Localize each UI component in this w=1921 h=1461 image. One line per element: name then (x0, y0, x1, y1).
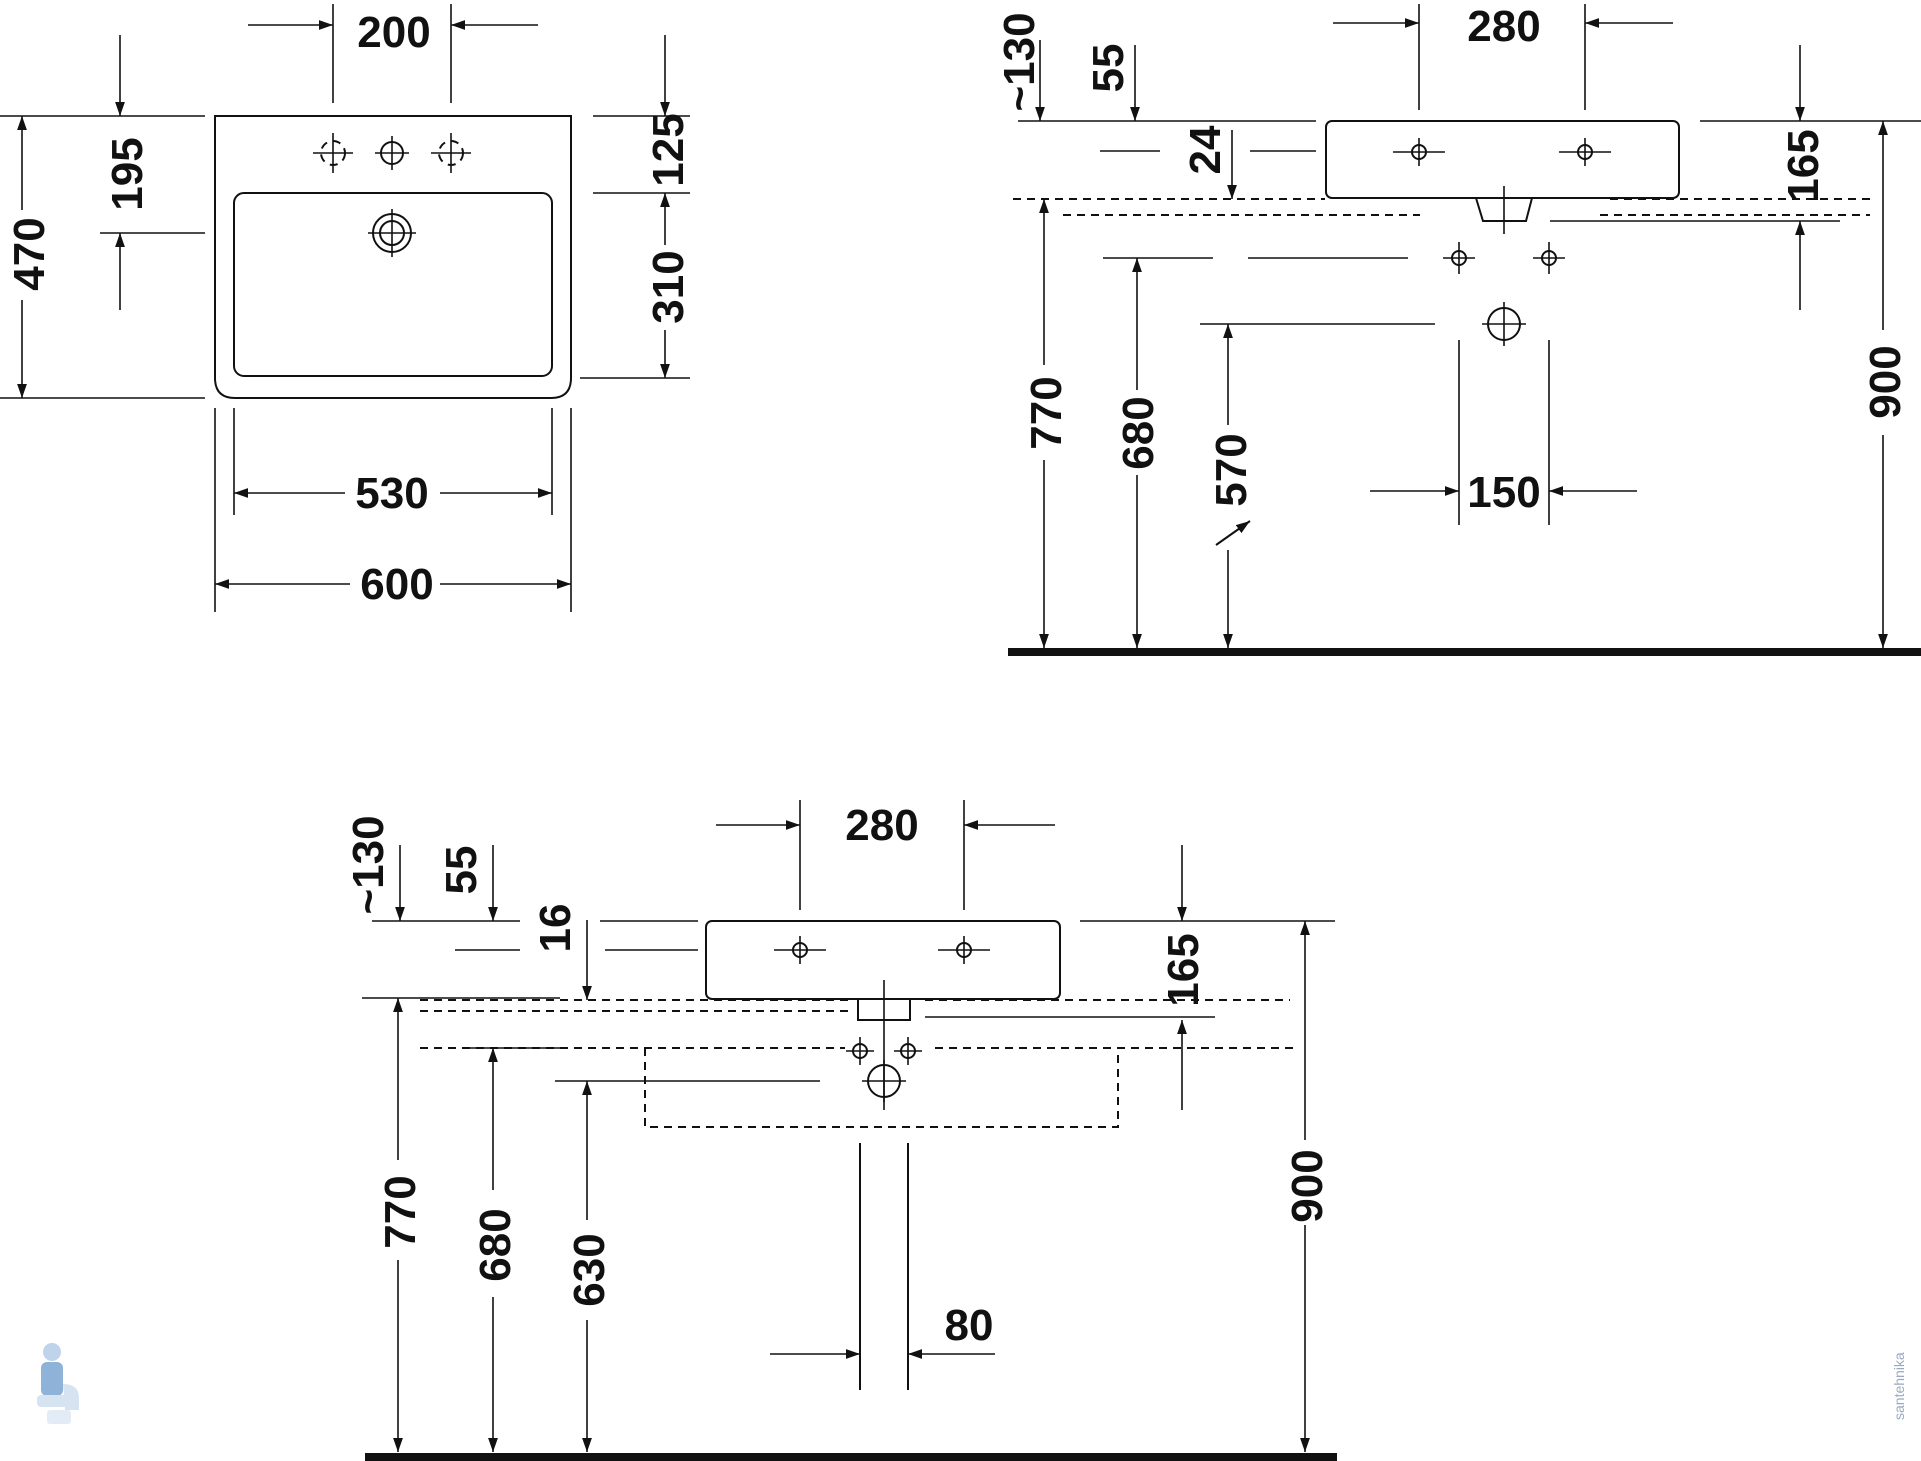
dim-bowl-width: 530 (355, 469, 428, 518)
waste-connection-icon (862, 1060, 906, 1102)
dim-total-depth: 470 (5, 217, 54, 290)
dim-waste-spacing: 150 (1467, 468, 1540, 517)
dim-top-offset: 24 (1181, 125, 1230, 174)
dim-height-570: 570 (1207, 433, 1256, 506)
tap-hole-icon (1559, 138, 1611, 166)
dim-height-680: 680 (471, 1208, 520, 1281)
supply-connection-icon (894, 1037, 922, 1065)
dim-basin-height: 165 (1779, 129, 1828, 202)
tap-hole-icon (774, 936, 826, 964)
drain-icon (368, 209, 416, 257)
side-view-1: 280 ~130 55 24 165 900 770 680 (995, 2, 1921, 656)
optional-tap-hole-icon (431, 133, 471, 173)
dim-tap-spacing: 200 (357, 8, 430, 57)
leader-arrow-icon (1215, 520, 1251, 546)
tap-hole-icon (375, 136, 409, 170)
waste-connection-icon (1482, 302, 1526, 346)
dim-rim-offset: 55 (1084, 44, 1133, 93)
dim-tap-to-bowl: 195 (103, 137, 152, 210)
dim-height-630: 630 (565, 1233, 614, 1306)
supply-connection-icon (846, 1037, 874, 1065)
dim-height-770: 770 (1022, 376, 1071, 449)
dim-tap-spacing: 280 (1467, 2, 1540, 51)
dim-bowl-depth: 310 (644, 250, 693, 323)
dim-overflow-gap: ~130 (344, 815, 393, 914)
dim-top-offset: 16 (531, 904, 580, 953)
tap-hole-icon (938, 936, 990, 964)
dim-height-770: 770 (376, 1175, 425, 1248)
cabinet-outline (644, 1048, 1119, 1128)
dim-pipe-width: 80 (945, 1301, 994, 1350)
dim-height-680: 680 (1114, 396, 1163, 469)
basin-side (705, 920, 1061, 1000)
dim-total-width: 600 (360, 560, 433, 609)
dim-basin-height: 165 (1159, 933, 1208, 1006)
optional-tap-hole-icon (313, 133, 353, 173)
tap-hole-icon (1393, 138, 1445, 166)
watermark-text: santehnika (1891, 1352, 1907, 1420)
dim-rim-depth: 125 (644, 113, 693, 186)
basin-side (1325, 120, 1680, 199)
top-view: 200 470 195 125 310 530 600 (0, 4, 693, 612)
dim-tap-spacing: 280 (845, 801, 918, 850)
dim-overflow-gap: ~130 (995, 12, 1044, 111)
watermark-logo-icon (37, 1343, 79, 1424)
basin-outline (214, 115, 572, 399)
dim-total-height: 900 (1283, 1149, 1332, 1222)
side-view-2: 280 ~130 55 16 165 900 770 680 (344, 800, 1337, 1461)
supply-connection-icon (1443, 242, 1475, 274)
supply-connection-icon (1533, 242, 1565, 274)
dim-rim-offset: 55 (437, 846, 486, 895)
basin-bowl (233, 192, 553, 377)
dim-total-height: 900 (1861, 345, 1910, 418)
